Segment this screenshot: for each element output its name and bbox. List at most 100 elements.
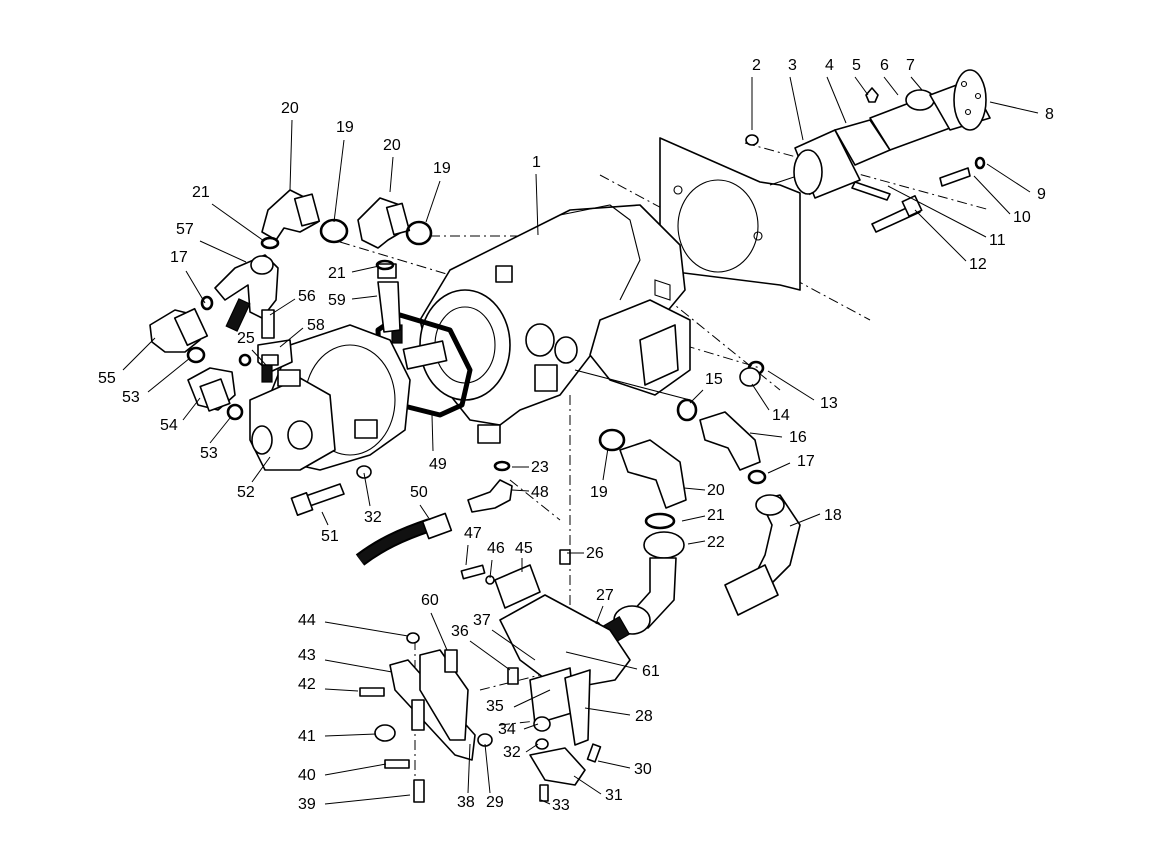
callout-label-c35: 35 [486, 698, 504, 715]
leader-line-c54 [182, 397, 201, 421]
leader-line-c7 [910, 76, 923, 91]
leader-line-c14 [751, 383, 770, 411]
leader-line-c12 [914, 209, 967, 262]
leader-line-c40 [324, 763, 387, 776]
callout-label-c21b: 21 [328, 265, 346, 282]
callout-label-c16: 16 [789, 429, 807, 446]
callout-label-c5: 5 [852, 57, 861, 74]
callout-label-c46: 46 [487, 540, 505, 557]
leader-line-c37 [491, 629, 536, 661]
leader-line-c11 [887, 185, 987, 238]
callout-label-c61: 61 [642, 663, 660, 680]
callout-label-c1: 1 [532, 154, 541, 171]
callout-label-c48: 48 [531, 484, 549, 501]
leader-line-c28 [584, 707, 631, 716]
leader-line-c19c [602, 447, 609, 481]
leader-line-c21b [351, 265, 380, 273]
callout-label-c17b: 17 [797, 453, 815, 470]
leader-line-c29 [484, 743, 491, 794]
drive-shaft [745, 69, 991, 233]
callout-label-c12: 12 [969, 256, 987, 273]
callout-label-c32b: 32 [503, 744, 521, 761]
callout-label-c4: 4 [825, 57, 834, 74]
callout-label-c20c: 20 [707, 482, 725, 499]
leader-line-c8 [989, 101, 1039, 114]
callout-label-c25: 25 [237, 330, 255, 347]
callout-label-c52: 52 [237, 484, 255, 501]
leader-line-c31 [573, 775, 602, 795]
leader-line-c58 [279, 327, 304, 348]
callout-label-c37: 37 [473, 612, 491, 629]
right-fittings [559, 360, 801, 648]
callout-label-c45: 45 [515, 540, 533, 557]
callout-label-c43: 43 [298, 647, 316, 664]
leader-line-c41 [324, 733, 377, 737]
leader-line-c47 [465, 544, 469, 566]
leader-line-c46 [489, 559, 493, 579]
callout-label-c31: 31 [605, 787, 623, 804]
left-fittings [149, 189, 433, 421]
callout-label-c50: 50 [410, 484, 428, 501]
leader-line-c44 [324, 621, 409, 637]
callout-label-c8: 8 [1045, 106, 1054, 123]
callout-label-c19b: 19 [433, 160, 451, 177]
callout-label-c19a: 19 [336, 119, 354, 136]
leader-line-c19b [425, 180, 441, 223]
callout-label-c13: 13 [820, 395, 838, 412]
callout-label-c14: 14 [772, 407, 790, 424]
callout-label-c18: 18 [824, 507, 842, 524]
leader-line-c57 [199, 240, 247, 263]
callout-label-c9: 9 [1037, 186, 1046, 203]
callout-label-c26: 26 [586, 545, 604, 562]
bracket-assembly [359, 564, 631, 803]
leader-line-c9 [986, 163, 1031, 193]
leader-line-c19a [333, 139, 345, 223]
leader-line-c30 [597, 760, 631, 769]
callout-label-c57: 57 [176, 221, 194, 238]
callout-label-c55: 55 [98, 370, 116, 387]
callout-label-c34: 34 [498, 721, 516, 738]
callout-label-c53b: 53 [200, 445, 218, 462]
callout-label-c20a: 20 [281, 100, 299, 117]
callout-label-c39: 39 [298, 796, 316, 813]
callout-label-c7: 7 [906, 57, 915, 74]
callout-label-c58: 58 [307, 317, 325, 334]
callout-label-c54: 54 [160, 417, 178, 434]
leader-line-c18 [789, 513, 821, 527]
callout-label-c49: 49 [429, 456, 447, 473]
leader-line-c33 [540, 799, 551, 805]
callout-label-c51: 51 [321, 528, 339, 545]
callout-label-c29: 29 [486, 794, 504, 811]
callout-label-c56: 56 [298, 288, 316, 305]
leader-line-c50 [419, 504, 431, 521]
leader-line-c4 [826, 76, 847, 124]
leader-line-c13 [767, 370, 815, 401]
leader-line-c60 [430, 612, 448, 651]
leader-line-c61 [565, 651, 638, 670]
callout-label-c21c: 21 [707, 507, 725, 524]
leader-line-c27 [595, 605, 604, 625]
lower-hardware [290, 460, 513, 566]
leader-line-c22 [687, 540, 706, 545]
leader-line-c53a [147, 357, 191, 393]
leader-line-c53b [209, 417, 231, 444]
callout-label-c40: 40 [298, 767, 316, 784]
callout-label-c19c: 19 [590, 484, 608, 501]
callout-label-c28: 28 [635, 708, 653, 725]
leader-line-c1 [535, 173, 539, 236]
leader-line-c36 [469, 640, 511, 671]
leader-line-c25 [251, 349, 267, 366]
leader-line-c42 [324, 688, 359, 692]
leader-line-c49 [431, 414, 434, 452]
leader-line-c20c [683, 487, 706, 491]
callout-label-c32a: 32 [364, 509, 382, 526]
callout-label-c33: 33 [552, 797, 570, 814]
leader-line-c55 [122, 337, 156, 371]
leader-line-c39 [324, 794, 411, 805]
leader-line-c35 [513, 689, 551, 708]
callout-label-c44: 44 [298, 612, 316, 629]
callout-label-c53a: 53 [122, 389, 140, 406]
main-housing [419, 204, 691, 444]
